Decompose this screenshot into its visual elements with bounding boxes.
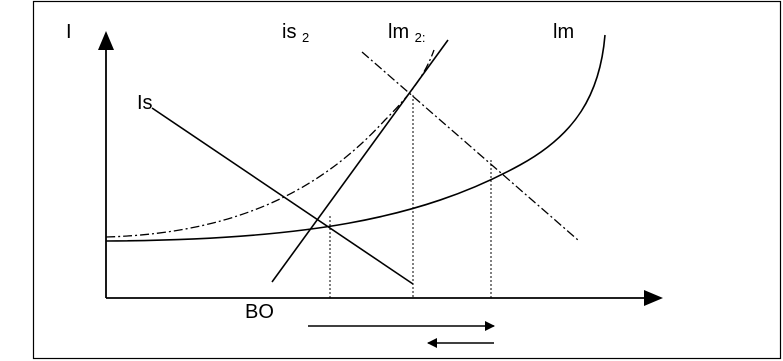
lm2-curve-label: lm 2: — [388, 21, 426, 45]
y-axis-arrowhead — [98, 31, 114, 50]
lm2-label-subscript: 2: — [415, 30, 426, 45]
is2-line — [361, 51, 579, 241]
is-curve-label: Is — [137, 92, 153, 114]
lm-curve-label: lm — [553, 21, 574, 43]
lm2-label-base: lm — [388, 21, 409, 43]
lm-curve — [105, 34, 606, 242]
is2-curve-label: is 2 — [282, 21, 309, 45]
lm2-curve — [105, 49, 435, 238]
diagram-frame — [32, 0, 782, 360]
is-line — [151, 107, 414, 285]
bo-line — [271, 39, 449, 283]
bo-label: BO — [245, 301, 274, 323]
is2-label-base: is — [282, 21, 296, 43]
x-axis-arrowhead — [644, 290, 663, 306]
is2-label-subscript: 2 — [302, 30, 309, 45]
y-axis-label: I — [66, 21, 72, 43]
